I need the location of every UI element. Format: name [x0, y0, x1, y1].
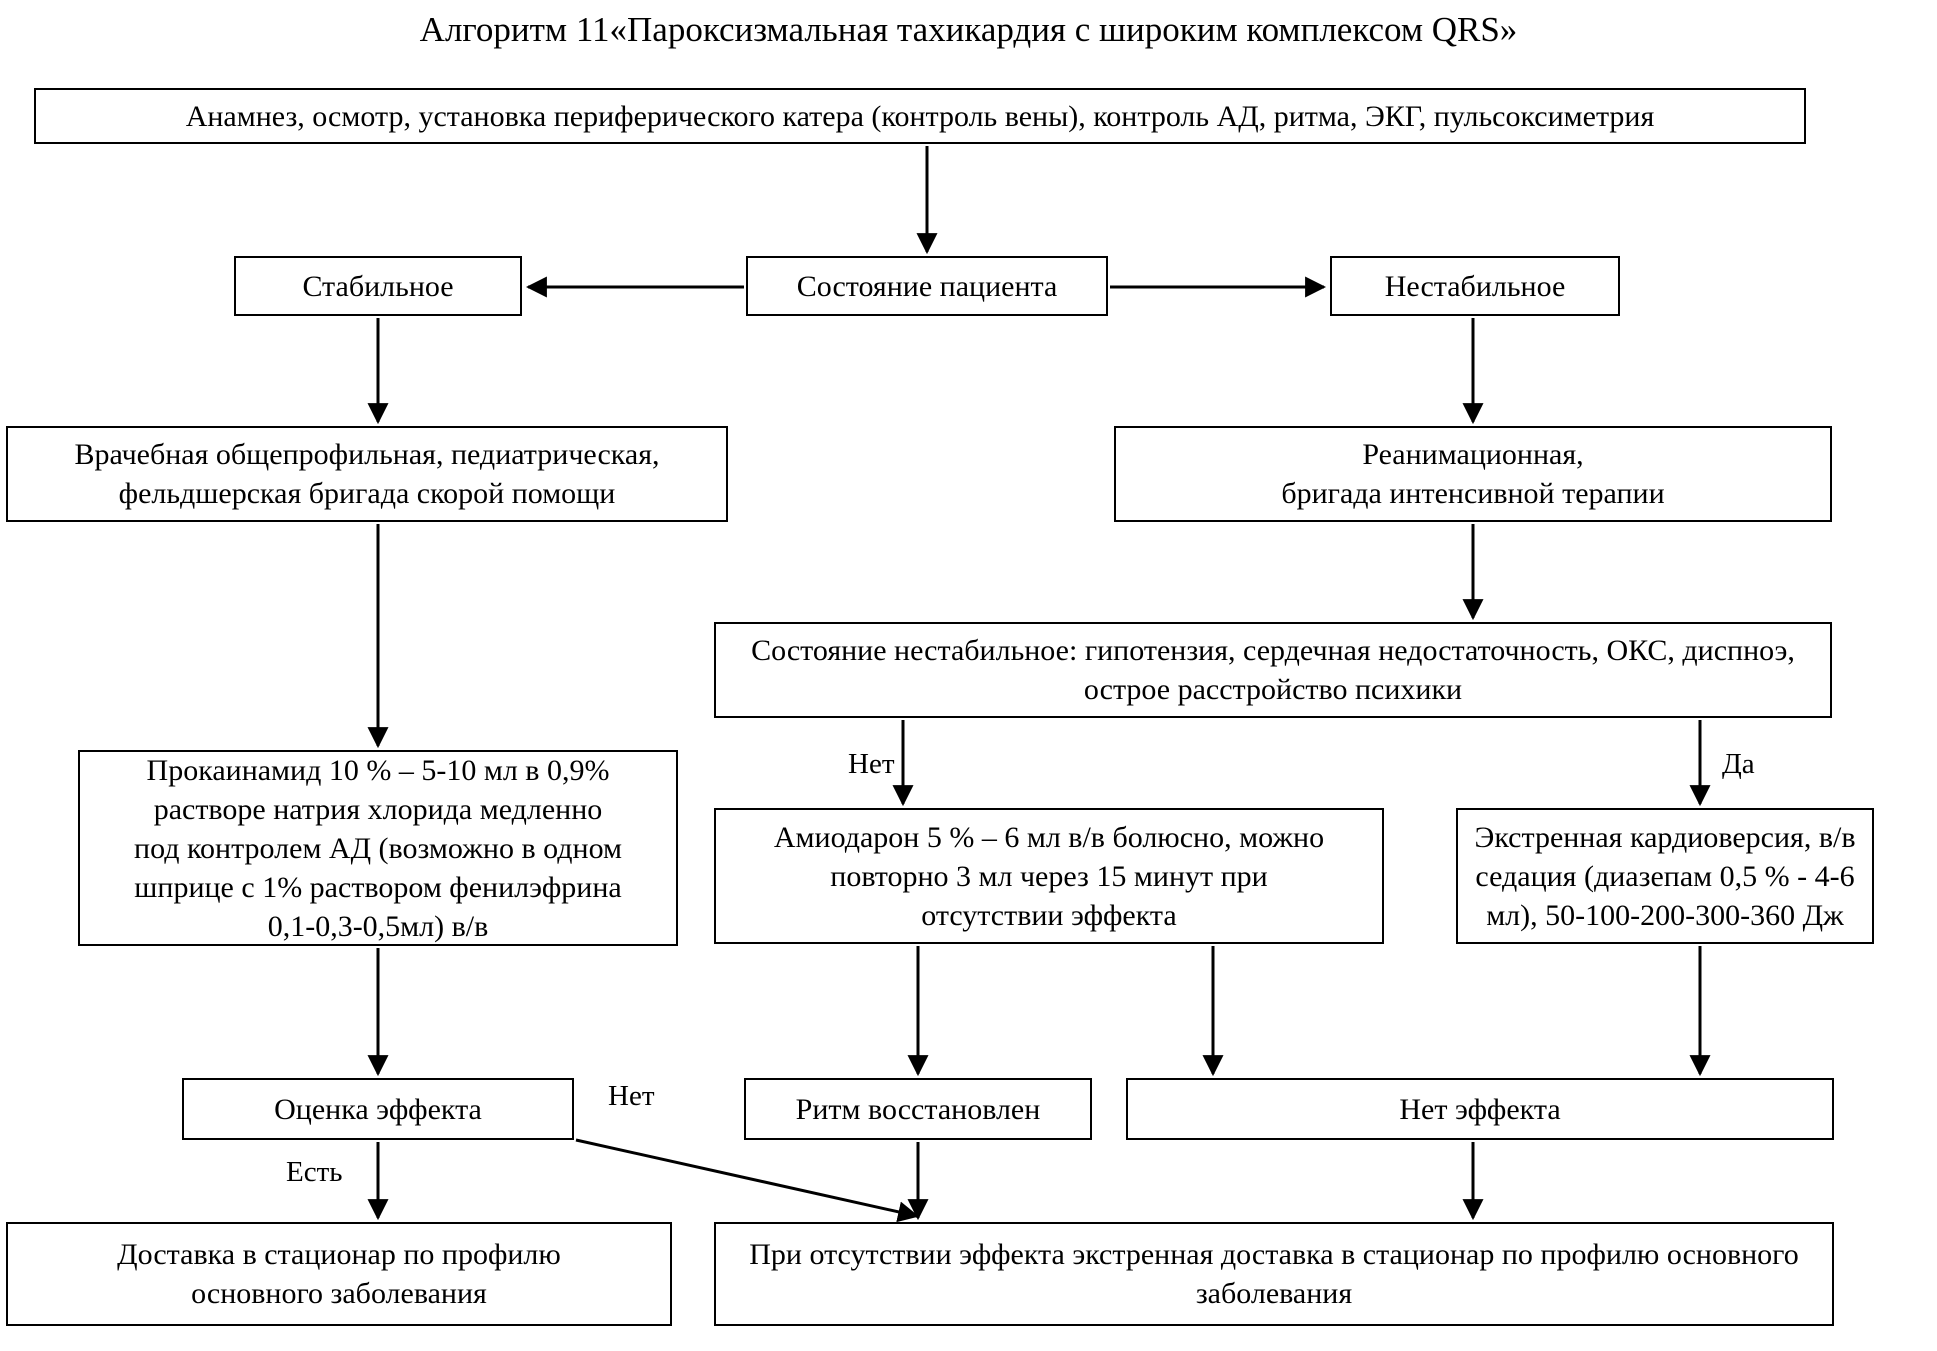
- page-title: Алгоритм 11«Пароксизмальная тахикардия с…: [419, 10, 1518, 49]
- node-brigade-icu[interactable]: Реанимационная, бригада интенсивной тера…: [1114, 426, 1832, 522]
- edge-label-no-evaluation: Нет: [608, 1080, 655, 1112]
- node-rhythm-restored[interactable]: Ритм восстановлен: [744, 1078, 1092, 1140]
- node-delivery-urgent[interactable]: При отсутствии эффекта экстренная достав…: [714, 1222, 1834, 1326]
- node-brigade-general[interactable]: Врачебная общепрофильная, педиатрическая…: [6, 426, 728, 522]
- node-initial-assessment[interactable]: Анамнез, осмотр, установка периферическо…: [34, 88, 1806, 144]
- node-effect-evaluation[interactable]: Оценка эффекта: [182, 1078, 574, 1140]
- node-no-effect[interactable]: Нет эффекта: [1126, 1078, 1834, 1140]
- node-amiodarone[interactable]: Амиодарон 5 % – 6 мл в/в болюсно, можно …: [714, 808, 1384, 944]
- node-unstable[interactable]: Нестабильное: [1330, 256, 1620, 316]
- edge-label-no-unstable: Нет: [848, 748, 895, 780]
- edge-effect-eval-to-delivery-urgent: [575, 1138, 920, 1223]
- node-patient-state[interactable]: Состояние пациента: [746, 256, 1108, 316]
- node-delivery-plain[interactable]: Доставка в стационар по профилю основног…: [6, 1222, 672, 1326]
- edge-label-yes-evaluation: Есть: [286, 1156, 343, 1188]
- node-stable[interactable]: Стабильное: [234, 256, 522, 316]
- node-unstable-signs[interactable]: Состояние нестабильное: гипотензия, серд…: [714, 622, 1832, 718]
- node-procainamide[interactable]: Прокаинамид 10 % – 5-10 мл в 0,9% раство…: [78, 750, 678, 946]
- node-cardioversion[interactable]: Экстренная кардиоверсия, в/в седация (ди…: [1456, 808, 1874, 944]
- edge-label-yes: Да: [1722, 748, 1755, 780]
